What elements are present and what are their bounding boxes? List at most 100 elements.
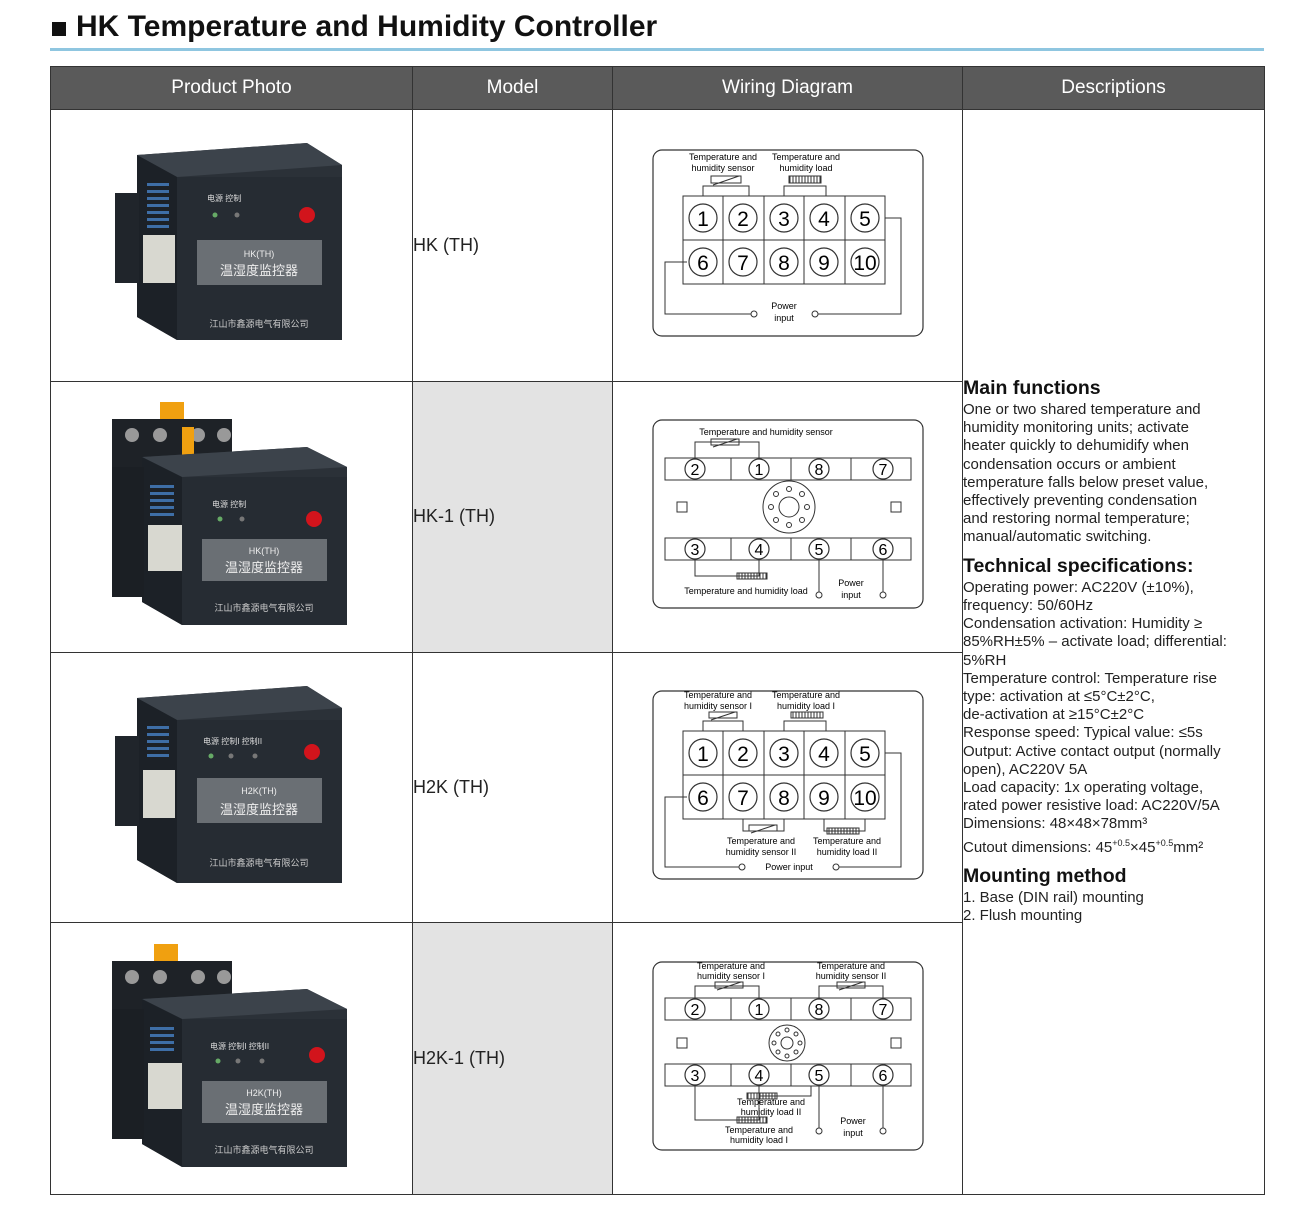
model-hk: HK (TH) bbox=[412, 109, 613, 382]
svg-text:Temperature and: Temperature and bbox=[816, 961, 884, 971]
wiring-diagram-hk: Temperature and humidity sensor Temperat… bbox=[612, 109, 963, 382]
svg-text:humidity load II: humidity load II bbox=[816, 847, 877, 857]
wiring-svg-h2k: Temperature and humidity sensor I Temper… bbox=[651, 690, 924, 880]
wiring-svg-hk: Temperature and humidity sensor Temperat… bbox=[651, 149, 924, 337]
svg-text:humidity sensor II: humidity sensor II bbox=[815, 971, 886, 981]
svg-text:Temperature and humidity senso: Temperature and humidity sensor bbox=[699, 427, 833, 437]
manual-switch-icon bbox=[305, 510, 322, 527]
svg-text:江山市鑫源电气有限公司: 江山市鑫源电气有限公司 bbox=[209, 318, 308, 329]
svg-text:HK(TH): HK(TH) bbox=[243, 249, 274, 259]
controller-photo-base: 电源 控制I 控制II H2K(TH) 温湿度监控器 江山市鑫源电气有限公司 bbox=[111, 943, 347, 1167]
svg-text:humidity sensor I: humidity sensor I bbox=[683, 701, 751, 711]
svg-text:3: 3 bbox=[690, 542, 699, 559]
svg-text:Temperature and: Temperature and bbox=[771, 690, 839, 700]
svg-text:7: 7 bbox=[878, 462, 887, 479]
header-model: Model bbox=[412, 65, 613, 111]
mounting-title: Mounting method bbox=[963, 864, 1127, 887]
svg-text:电源 控制I 控制II: 电源 控制I 控制II bbox=[210, 1041, 269, 1051]
header-descriptions: Descriptions bbox=[962, 65, 1265, 111]
svg-text:5: 5 bbox=[859, 208, 871, 231]
product-photo-hk-1: 电源 控制 HK(TH) 温湿度监控器 江山市鑫源电气有限公司 bbox=[50, 380, 413, 654]
svg-text:温湿度监控器: 温湿度监控器 bbox=[219, 263, 297, 278]
svg-text:Temperature and humidity load: Temperature and humidity load bbox=[684, 586, 808, 596]
svg-text:HK(TH): HK(TH) bbox=[248, 546, 279, 556]
svg-text:H2K(TH): H2K(TH) bbox=[241, 786, 277, 796]
svg-text:2: 2 bbox=[690, 1002, 699, 1019]
svg-text:Temperature and: Temperature and bbox=[683, 690, 751, 700]
table-row: 电源 控制 HK(TH) 温湿度监控器 江山市鑫源电气有限公司 HK (TH) … bbox=[50, 109, 1265, 1195]
table-row: 电源 控制I 控制II H2K(TH) 温湿度监控器 江山市鑫源电气有限公司 H… bbox=[50, 651, 1265, 924]
svg-text:Temperature and: Temperature and bbox=[696, 961, 764, 971]
svg-text:10: 10 bbox=[853, 252, 876, 275]
svg-text:1: 1 bbox=[754, 1002, 763, 1019]
table-header-row: Product Photo Model Wiring Diagram Descr… bbox=[50, 65, 1265, 111]
svg-text:温湿度监控器: 温湿度监控器 bbox=[224, 1102, 302, 1117]
svg-text:humidity sensor II: humidity sensor II bbox=[725, 847, 796, 857]
svg-text:江山市鑫源电气有限公司: 江山市鑫源电气有限公司 bbox=[209, 857, 308, 868]
svg-text:1: 1 bbox=[697, 743, 709, 766]
svg-text:Temperature and: Temperature and bbox=[771, 152, 839, 162]
svg-text:温湿度监控器: 温湿度监控器 bbox=[219, 802, 297, 817]
manual-switch-icon bbox=[303, 743, 320, 760]
svg-text:Power: Power bbox=[838, 578, 864, 588]
svg-text:humidity sensor I: humidity sensor I bbox=[696, 971, 764, 981]
svg-text:H2K(TH): H2K(TH) bbox=[246, 1088, 282, 1098]
svg-text:Temperature and: Temperature and bbox=[812, 836, 880, 846]
title-bar: HK Temperature and Humidity Controller bbox=[50, 6, 1264, 52]
svg-text:9: 9 bbox=[818, 787, 830, 810]
svg-text:电源 控制: 电源 控制 bbox=[212, 499, 246, 509]
svg-text:input: input bbox=[774, 313, 794, 323]
svg-text:3: 3 bbox=[690, 1068, 699, 1085]
controller-photo: 电源 控制I 控制II H2K(TH) 温湿度监控器 江山市鑫源电气有限公司 bbox=[114, 685, 342, 883]
title-divider bbox=[50, 48, 1264, 51]
manual-switch-icon bbox=[298, 207, 315, 224]
model-h2k: H2K (TH) bbox=[412, 651, 613, 924]
svg-text:4: 4 bbox=[818, 208, 830, 231]
wiring-svg-hk-1: Temperature and humidity sensor 2 1 8 7 bbox=[651, 419, 924, 609]
svg-text:input: input bbox=[843, 1128, 863, 1138]
svg-text:2: 2 bbox=[690, 462, 699, 479]
svg-text:8: 8 bbox=[778, 787, 790, 810]
svg-text:Temperature and: Temperature and bbox=[724, 1125, 792, 1135]
table-row: 电源 控制I 控制II H2K(TH) 温湿度监控器 江山市鑫源电气有限公司 H… bbox=[50, 922, 1265, 1195]
product-photo-h2k-1: 电源 控制I 控制II H2K(TH) 温湿度监控器 江山市鑫源电气有限公司 bbox=[50, 922, 413, 1195]
svg-text:1: 1 bbox=[754, 462, 763, 479]
svg-text:6: 6 bbox=[697, 252, 709, 275]
svg-text:Power input: Power input bbox=[765, 862, 813, 872]
svg-text:6: 6 bbox=[878, 542, 887, 559]
svg-text:humidity sensor: humidity sensor bbox=[691, 163, 754, 173]
model-h2k-1: H2K-1 (TH) bbox=[412, 922, 613, 1195]
svg-text:2: 2 bbox=[737, 743, 749, 766]
svg-text:温湿度监控器: 温湿度监控器 bbox=[224, 560, 302, 575]
svg-text:4: 4 bbox=[754, 1068, 763, 1085]
controller-photo: 电源 控制 HK(TH) 温湿度监控器 江山市鑫源电气有限公司 bbox=[114, 143, 342, 341]
svg-text:8: 8 bbox=[814, 1002, 823, 1019]
svg-text:humidity load I: humidity load I bbox=[729, 1135, 787, 1145]
svg-text:5: 5 bbox=[814, 542, 823, 559]
svg-text:humidity load II: humidity load II bbox=[740, 1107, 801, 1117]
wiring-diagram-h2k: Temperature and humidity sensor I Temper… bbox=[612, 651, 963, 924]
svg-text:3: 3 bbox=[778, 743, 790, 766]
product-photo-h2k: 电源 控制I 控制II H2K(TH) 温湿度监控器 江山市鑫源电气有限公司 bbox=[50, 651, 413, 924]
header-product-photo: Product Photo bbox=[50, 65, 413, 111]
svg-text:Temperature and: Temperature and bbox=[736, 1097, 804, 1107]
model-hk-1: HK-1 (TH) bbox=[412, 380, 613, 654]
header-wiring-diagram: Wiring Diagram bbox=[612, 65, 963, 111]
svg-text:4: 4 bbox=[818, 743, 830, 766]
led-labels: 电源 控制 bbox=[207, 193, 241, 203]
svg-text:10: 10 bbox=[853, 787, 876, 810]
cutout-dimensions: Cutout dimensions: 45+0.5×45+0.5mm² bbox=[963, 837, 1204, 856]
svg-text:humidity load: humidity load bbox=[779, 163, 832, 173]
svg-text:7: 7 bbox=[878, 1002, 887, 1019]
svg-text:Temperature and: Temperature and bbox=[726, 836, 794, 846]
product-table: Product Photo Model Wiring Diagram Descr… bbox=[50, 65, 1265, 1195]
svg-text:8: 8 bbox=[778, 252, 790, 275]
svg-text:6: 6 bbox=[878, 1068, 887, 1085]
svg-text:8: 8 bbox=[814, 462, 823, 479]
tech-specs-text: Operating power: AC220V (±10%), frequenc… bbox=[963, 579, 1264, 857]
mounting-text: 1. Base (DIN rail) mounting 2. Flush mou… bbox=[963, 888, 1144, 925]
bullet-square-icon bbox=[52, 22, 66, 36]
tech-specs-title: Technical specifications: bbox=[963, 554, 1194, 577]
svg-text:1: 1 bbox=[697, 208, 709, 231]
svg-text:4: 4 bbox=[754, 542, 763, 559]
